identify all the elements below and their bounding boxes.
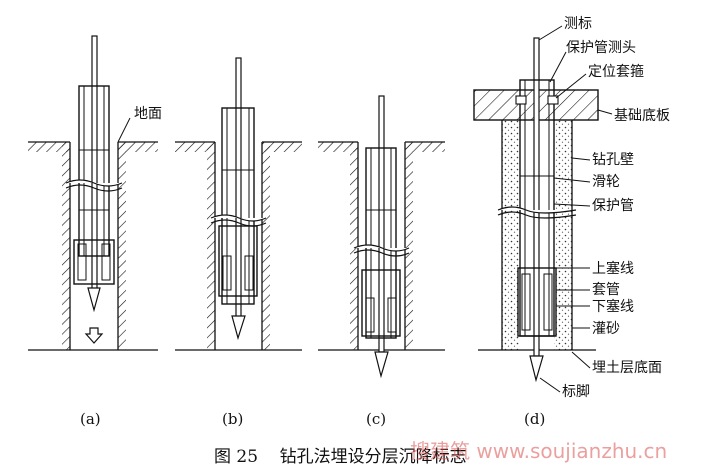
marker-foot <box>87 287 101 313</box>
marker-rod <box>533 37 540 357</box>
protective-pipe <box>78 85 110 257</box>
sand-fill <box>502 120 520 350</box>
label-foundation-slab: 基础底板 <box>614 107 670 124</box>
panel-label-b: (b) <box>222 410 243 428</box>
panel-b <box>175 57 302 351</box>
label-lower-plug-line: 下塞线 <box>592 298 634 315</box>
ground-hatch <box>118 142 158 152</box>
panel-label-d: (d) <box>524 410 545 428</box>
ground-hatch <box>28 142 70 152</box>
break-line <box>497 206 577 214</box>
marker-rod <box>378 95 385 353</box>
casing <box>73 239 115 285</box>
panel-c <box>318 95 445 379</box>
protective-pipe <box>221 107 255 305</box>
down-arrow-icon <box>84 327 104 344</box>
watermark: 搜建筑 www.soujianzhu.cn <box>410 439 667 463</box>
label-sand-fill: 灌砂 <box>592 321 620 337</box>
label-fill-soil-bottom: 埋土层底面 <box>592 360 662 376</box>
figure-caption: 图 25 钻孔法埋设分层沉降标志 <box>214 447 467 467</box>
borehole-wall <box>405 142 413 350</box>
label-marker-foot: 标脚 <box>562 384 590 400</box>
marker-foot <box>231 315 246 341</box>
casing <box>517 267 557 337</box>
borehole-wall <box>62 142 70 350</box>
borehole-wall <box>207 142 215 350</box>
borehole-wall <box>350 142 358 350</box>
break-line <box>353 244 410 252</box>
label-positioning-hoop: 定位套箍 <box>588 63 644 80</box>
casing <box>361 269 401 337</box>
break-line <box>210 214 267 222</box>
casing <box>218 225 258 297</box>
label-protective-pipe: 保护管 <box>592 198 634 214</box>
label-borehole-wall: 钻孔壁 <box>592 152 634 168</box>
panel-a <box>28 35 158 351</box>
positioning-hoop <box>515 95 527 105</box>
label-marker-rod: 测标 <box>564 16 592 32</box>
marker-foot <box>529 355 544 383</box>
label-casing: 套管 <box>592 282 620 298</box>
label-pulley: 滑轮 <box>592 173 620 190</box>
label-probe-head: 保护管测头 <box>566 40 636 56</box>
sand-fill <box>554 120 572 350</box>
label-ground: 地面 <box>134 106 162 122</box>
panel-label-c: (c) <box>366 410 386 428</box>
marker-foot <box>374 351 389 379</box>
break-line <box>65 179 123 187</box>
borehole-wall <box>118 142 126 350</box>
protective-pipe <box>365 147 397 339</box>
panel-d <box>473 25 613 393</box>
panel-label-a: (a) <box>80 410 101 428</box>
label-upper-plug-line: 上塞线 <box>592 260 634 277</box>
marker-rod <box>91 35 98 297</box>
marker-rod <box>235 57 242 321</box>
borehole-wall <box>262 142 270 350</box>
